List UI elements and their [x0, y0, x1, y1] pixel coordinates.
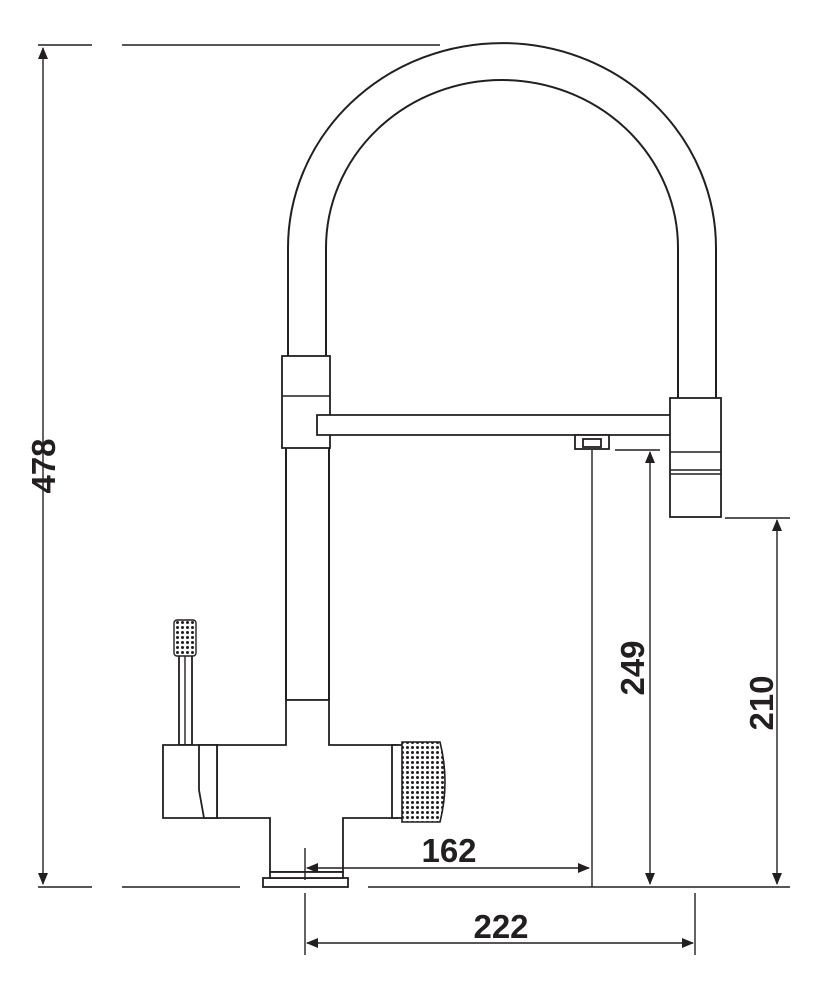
spray-head [669, 397, 722, 518]
hose-outlet-height-label: 210 [743, 675, 780, 730]
faucet-column [285, 448, 330, 701]
hose-reach-label: 222 [473, 908, 528, 945]
dimension-spout-reach: 162 [304, 450, 593, 887]
extension-lines [38, 44, 790, 955]
dimension-hose-reach: 222 [306, 908, 694, 948]
total-height-label: 478 [25, 438, 62, 493]
dimension-spout-outlet-height: 249 [614, 451, 655, 885]
valve-body [216, 699, 398, 873]
spout-outlet-height-label: 249 [614, 640, 651, 695]
fixed-spout [316, 414, 687, 450]
dimension-total-height: 478 [25, 47, 62, 885]
filter-knob [391, 741, 446, 823]
lever-handle [162, 619, 218, 819]
dimension-hose-outlet-height: 210 [743, 519, 782, 885]
pull-down-hose [287, 42, 717, 398]
spout-reach-label: 162 [421, 832, 476, 869]
